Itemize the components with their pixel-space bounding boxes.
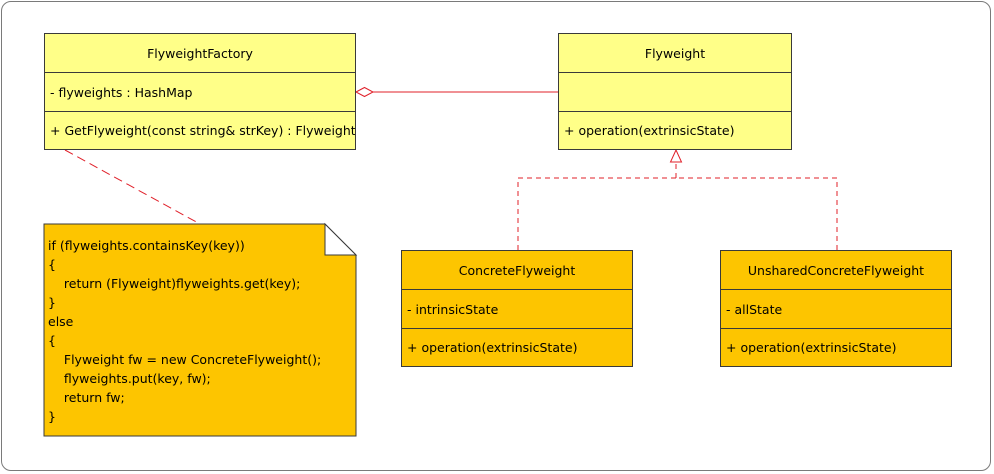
class-operation: + GetFlyweight(const string& strKey) : F…: [50, 123, 355, 138]
note-line: }: [48, 409, 56, 424]
class-name: UnsharedConcreteFlyweight: [721, 251, 951, 290]
note-line: flyweights.put(key, fw);: [48, 371, 211, 386]
class-unshared-concrete-flyweight[interactable]: UnsharedConcreteFlyweight - allState + o…: [720, 250, 952, 367]
class-name: Flyweight: [559, 34, 791, 73]
realization-line-unshared: [676, 177, 838, 250]
note-text: if (flyweights.containsKey(key)) { retur…: [48, 236, 321, 426]
class-attribute: - flyweights : HashMap: [45, 73, 355, 112]
note-line: Flyweight fw = new ConcreteFlyweight();: [48, 352, 322, 367]
aggregation-diamond-icon: [354, 86, 375, 98]
note-line: if (flyweights.containsKey(key)): [48, 238, 245, 253]
class-name: FlyweightFactory: [45, 34, 355, 73]
note-line: }: [48, 295, 56, 310]
class-operation: + operation(extrinsicState): [564, 123, 735, 138]
note-line: {: [48, 333, 56, 348]
note-line: return (Flyweight)flyweights.get(key);: [48, 276, 301, 291]
class-concrete-flyweight[interactable]: ConcreteFlyweight - intrinsicState + ope…: [401, 250, 633, 367]
class-operation: + operation(extrinsicState): [726, 340, 897, 355]
class-flyweight[interactable]: Flyweight + operation(extrinsicState): [558, 33, 792, 150]
realization-arrow-icon: [669, 148, 683, 163]
note-line: else: [48, 314, 74, 329]
note-shape: [43, 223, 357, 437]
note-fold-icon: [324, 222, 358, 256]
class-attribute: - allState: [721, 290, 951, 329]
class-operation: + operation(extrinsicState): [407, 340, 578, 355]
note-anchor-line: [64, 149, 201, 225]
note-line: return fw;: [48, 390, 125, 405]
class-attribute: - intrinsicState: [402, 290, 632, 329]
class-attributes-empty: [559, 73, 791, 112]
note-line: {: [48, 257, 56, 272]
class-name: ConcreteFlyweight: [402, 251, 632, 290]
realization-line-concrete: [517, 177, 676, 250]
class-flyweight-factory[interactable]: FlyweightFactory - flyweights : HashMap …: [44, 33, 356, 150]
